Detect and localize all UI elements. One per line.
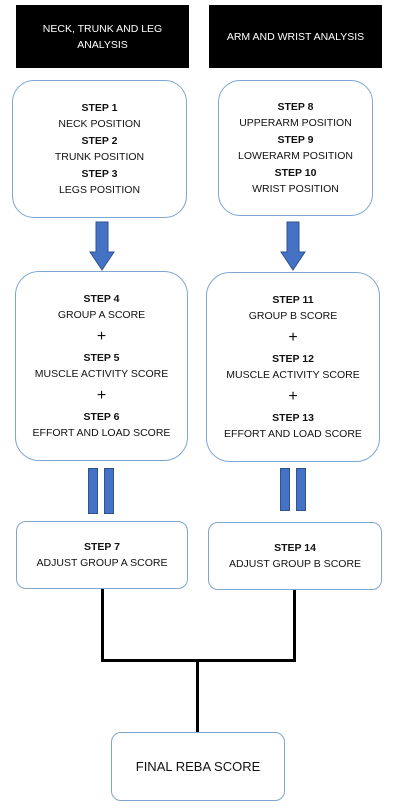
right-score-box: STEP 11 GROUP B SCORE + STEP 12 MUSCLE A… xyxy=(206,272,380,462)
connector-right-vertical xyxy=(293,590,296,662)
final-reba-score-label: FINAL REBA SCORE xyxy=(135,759,261,774)
step-desc: LOWERARM POSITION xyxy=(238,149,353,162)
step-desc: EFFORT AND LOAD SCORE xyxy=(32,426,171,439)
step-label: STEP 12 xyxy=(272,352,314,365)
step-desc: MUSCLE ACTIVITY SCORE xyxy=(34,367,169,380)
step-label: STEP 7 xyxy=(84,540,120,553)
step-label: STEP 9 xyxy=(277,133,314,146)
final-reba-score-box: FINAL REBA SCORE xyxy=(111,732,285,801)
left-bar-1 xyxy=(88,468,98,514)
step-label: STEP 13 xyxy=(272,411,314,424)
step-desc: TRUNK POSITION xyxy=(54,150,145,163)
plus-sign: + xyxy=(96,386,107,404)
left-down-arrow-icon xyxy=(89,221,115,271)
step-desc: NECK POSITION xyxy=(58,117,141,130)
step-desc: ADJUST GROUP B SCORE xyxy=(228,557,362,570)
header-left-line2: ANALYSIS xyxy=(77,38,128,51)
step-label: STEP 5 xyxy=(83,351,120,364)
step-label: STEP 2 xyxy=(81,134,118,147)
plus-sign: + xyxy=(96,327,107,345)
left-adjust-box: STEP 7 ADJUST GROUP A SCORE xyxy=(16,521,188,589)
step-label: STEP 6 xyxy=(83,410,120,423)
step-label: STEP 14 xyxy=(274,541,316,554)
step-label: STEP 1 xyxy=(81,101,118,114)
step-desc: MUSCLE ACTIVITY SCORE xyxy=(226,368,360,381)
left-bar-2 xyxy=(104,468,114,514)
connector-horizontal xyxy=(101,659,296,662)
left-score-box: STEP 4 GROUP A SCORE + STEP 5 MUSCLE ACT… xyxy=(15,271,188,461)
step-label: STEP 4 xyxy=(83,292,120,305)
step-label: STEP 3 xyxy=(81,167,118,180)
connector-center-vertical xyxy=(196,662,199,734)
step-desc: GROUP A SCORE xyxy=(57,308,146,321)
connector-left-vertical xyxy=(101,589,104,662)
right-down-arrow-icon xyxy=(280,221,306,271)
step-desc: UPPERARM POSITION xyxy=(239,116,352,129)
step-desc: GROUP B SCORE xyxy=(248,309,338,322)
left-input-box: STEP 1 NECK POSITION STEP 2 TRUNK POSITI… xyxy=(12,80,187,218)
header-arm-wrist: ARM AND WRIST ANALYSIS xyxy=(209,5,382,68)
step-label: STEP 11 xyxy=(272,293,314,306)
right-adjust-box: STEP 14 ADJUST GROUP B SCORE xyxy=(208,522,382,590)
right-input-box: STEP 8 UPPERARM POSITION STEP 9 LOWERARM… xyxy=(218,80,373,216)
step-desc: EFFORT AND LOAD SCORE xyxy=(224,427,362,440)
step-label: STEP 10 xyxy=(274,166,317,179)
header-left-line1: NECK, TRUNK AND LEG xyxy=(42,22,163,35)
header-right-line1: ARM AND WRIST ANALYSIS xyxy=(226,30,365,43)
right-bar-1 xyxy=(280,468,290,511)
step-desc: LEGS POSITION xyxy=(58,183,141,196)
step-desc: ADJUST GROUP A SCORE xyxy=(36,556,168,569)
step-desc: WRIST POSITION xyxy=(252,182,339,195)
step-label: STEP 8 xyxy=(277,100,314,113)
header-neck-trunk-leg: NECK, TRUNK AND LEG ANALYSIS xyxy=(16,5,189,68)
plus-sign: + xyxy=(288,328,298,346)
plus-sign: + xyxy=(288,387,298,405)
right-bar-2 xyxy=(296,468,306,511)
